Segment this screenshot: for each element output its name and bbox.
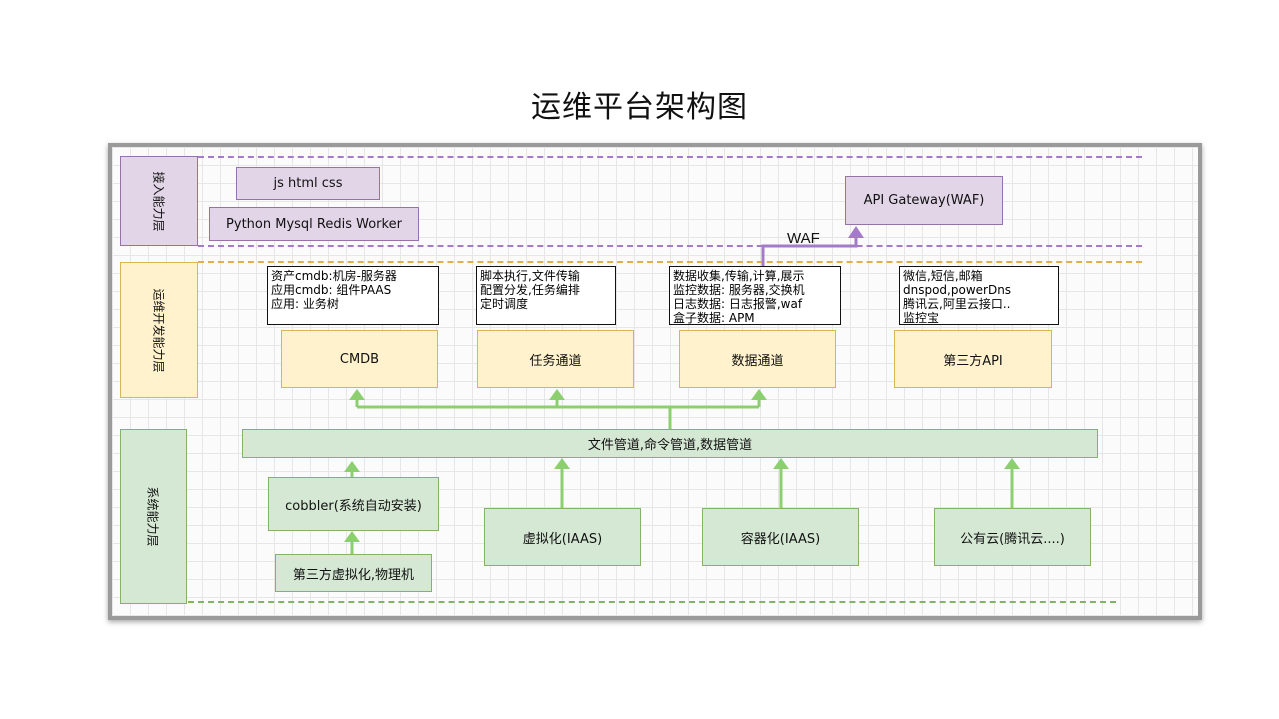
note-line: dnspod,powerDns [903, 283, 1012, 297]
api-gateway-box: API Gateway(WAF) [845, 176, 1003, 225]
note-line: 腾讯云,阿里云接口.. [903, 297, 1011, 311]
task-note: 脚本执行,文件传输配置分发,任务编排定时调度 [476, 266, 616, 325]
waf-label: WAF [787, 230, 820, 247]
note-line: 微信,短信,邮箱 [903, 269, 983, 283]
system-bottom-dash [188, 601, 1116, 603]
data-channel-box: 数据通道 [679, 330, 836, 388]
note-line: 监控宝 [903, 311, 940, 325]
access-top-dash [198, 156, 1142, 158]
note-line: 配置分发,任务编排 [480, 283, 580, 297]
layer-label-access: 接入能力层 [120, 156, 198, 246]
access-bottom-dash [198, 245, 1142, 247]
virtualization-arrowhead [554, 458, 570, 469]
cmdb-arrowhead [349, 389, 365, 400]
container-box: 容器化(IAAS) [702, 508, 859, 566]
cobbler-arrowhead [344, 461, 360, 472]
pipeline-to-channels-connector [355, 398, 761, 429]
task-arrowhead [549, 389, 565, 400]
third-virt-arrowhead [344, 531, 360, 542]
pipeline-box: 文件管道,命令管道,数据管道 [242, 429, 1098, 458]
diagram-title: 运维平台架构图 [531, 90, 748, 125]
note-line: 应用: 业务树 [271, 297, 339, 311]
ops-top-dash [198, 261, 1142, 263]
third-virt-box: 第三方虚拟化,物理机 [275, 554, 432, 592]
cmdb-box: CMDB [281, 330, 438, 388]
note-line: 盒子数据: APM [673, 311, 755, 325]
virtualization-box: 虚拟化(IAAS) [484, 508, 641, 566]
note-line: 资产cmdb:机房-服务器 [271, 269, 397, 283]
note-line: 定时调度 [480, 297, 529, 311]
data-note: 数据收集,传输,计算,展示监控数据: 服务器,交换机日志数据: 日志报警,waf… [669, 266, 841, 325]
note-line: 数据收集,传输,计算,展示 [673, 269, 805, 283]
frontend-box: js html css [236, 167, 380, 200]
backend-box: Python Mysql Redis Worker [209, 207, 419, 241]
layer-label-ops: 运维开发能力层 [120, 262, 198, 398]
data-arrowhead [751, 389, 767, 400]
waf-arrowhead [848, 226, 864, 238]
third-api-box: 第三方API [894, 330, 1052, 388]
public-cloud-box: 公有云(腾讯云....) [934, 508, 1091, 566]
note-line: 监控数据: 服务器,交换机 [673, 283, 805, 297]
note-line: 脚本执行,文件传输 [480, 269, 580, 283]
public-cloud-arrowhead [1004, 458, 1020, 469]
note-line: 应用cmdb: 组件PAAS [271, 283, 392, 297]
container-arrowhead [773, 458, 789, 469]
cobbler-box: cobbler(系统自动安装) [268, 477, 439, 531]
note-line: 日志数据: 日志报警,waf [673, 297, 803, 311]
layer-label-system: 系统能力层 [120, 429, 187, 604]
task-channel-box: 任务通道 [477, 330, 634, 388]
waf-connector [761, 237, 858, 266]
